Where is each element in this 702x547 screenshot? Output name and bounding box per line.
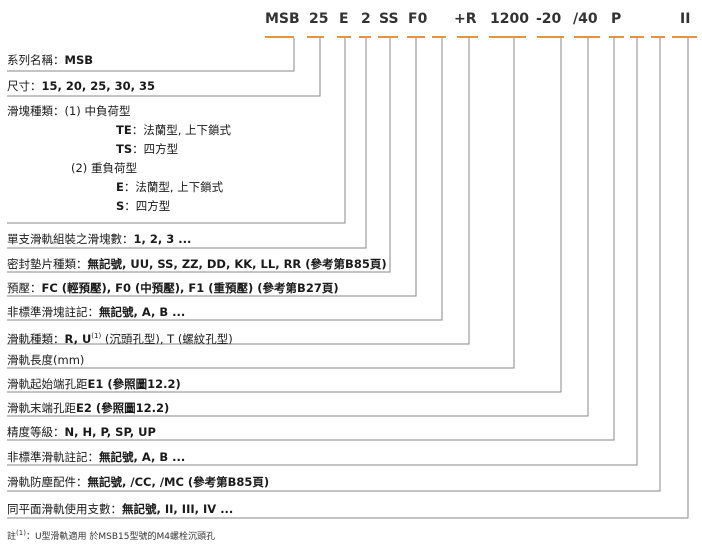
code-rail-type: +R: [454, 11, 477, 27]
row-parallel-rails: 同平面滑軌使用支數：無記號, II, III, IV ...: [7, 502, 234, 516]
code-blocks-per-rail: 2: [361, 11, 371, 27]
code-e1: -20: [536, 11, 562, 27]
row-rail-type: 滑軌種類：R, U(1) (沉頭孔型), T (螺紋孔型): [7, 331, 233, 346]
row-dust-accessory: 滑軌防塵配件：無記號, /CC, /MC (參考第B85頁): [7, 475, 270, 489]
row-e1: 滑軌起始端孔距E1 (參照圖12.2): [7, 377, 181, 391]
row-blocks-per-rail: 單支滑軌組裝之滑塊數：1, 2, 3 ...: [7, 232, 192, 246]
code-e2: /40: [573, 11, 598, 27]
row-size: 尺寸：15, 20, 25, 30, 35: [7, 79, 156, 93]
row-series: 系列名稱：MSB: [7, 53, 93, 67]
code-block-type: E: [339, 11, 349, 27]
row-rail-length: 滑軌長度(mm): [7, 353, 85, 367]
row-nonstd-rail: 非標準滑軌註記：無記號, A, B ...: [7, 450, 186, 464]
code-seal: SS: [379, 11, 399, 27]
row-block-s: S：四方型: [116, 199, 171, 213]
code-size: 25: [309, 11, 329, 27]
row-heavy-load: (2) 重負荷型: [71, 161, 137, 175]
row-nonstd-block: 非標準滑塊註記：無記號, A, B ...: [7, 305, 186, 319]
code-precision: P: [611, 11, 622, 27]
code-rail-length: 1200: [490, 11, 529, 27]
row-preload: 預壓：FC (輕預壓), F0 (中預壓), F1 (重預壓) (參考第B27頁…: [7, 281, 339, 295]
row-seal: 密封墊片種類：無記號, UU, SS, ZZ, DD, KK, LL, RR (…: [7, 257, 387, 271]
code-series: MSB: [265, 11, 300, 27]
row-block-e: E：法蘭型, 上下鎖式: [116, 180, 224, 194]
row-e2: 滑軌末端孔距E2 (參照圖12.2): [7, 401, 170, 415]
leader-lines: [7, 38, 689, 519]
row-block-type: 滑塊種類：(1) 中負荷型: [7, 104, 131, 118]
footnote: 註(1)：U型滑軌適用 於MSB15型號的M4螺栓沉頭孔: [7, 529, 215, 542]
row-block-te: TE：法蘭型, 上下鎖式: [116, 123, 232, 137]
row-block-ts: TS：四方型: [116, 142, 179, 156]
code-parallel: II: [680, 11, 691, 27]
code-preload: F0: [408, 11, 428, 27]
row-precision: 精度等級：N, H, P, SP, UP: [7, 425, 156, 439]
